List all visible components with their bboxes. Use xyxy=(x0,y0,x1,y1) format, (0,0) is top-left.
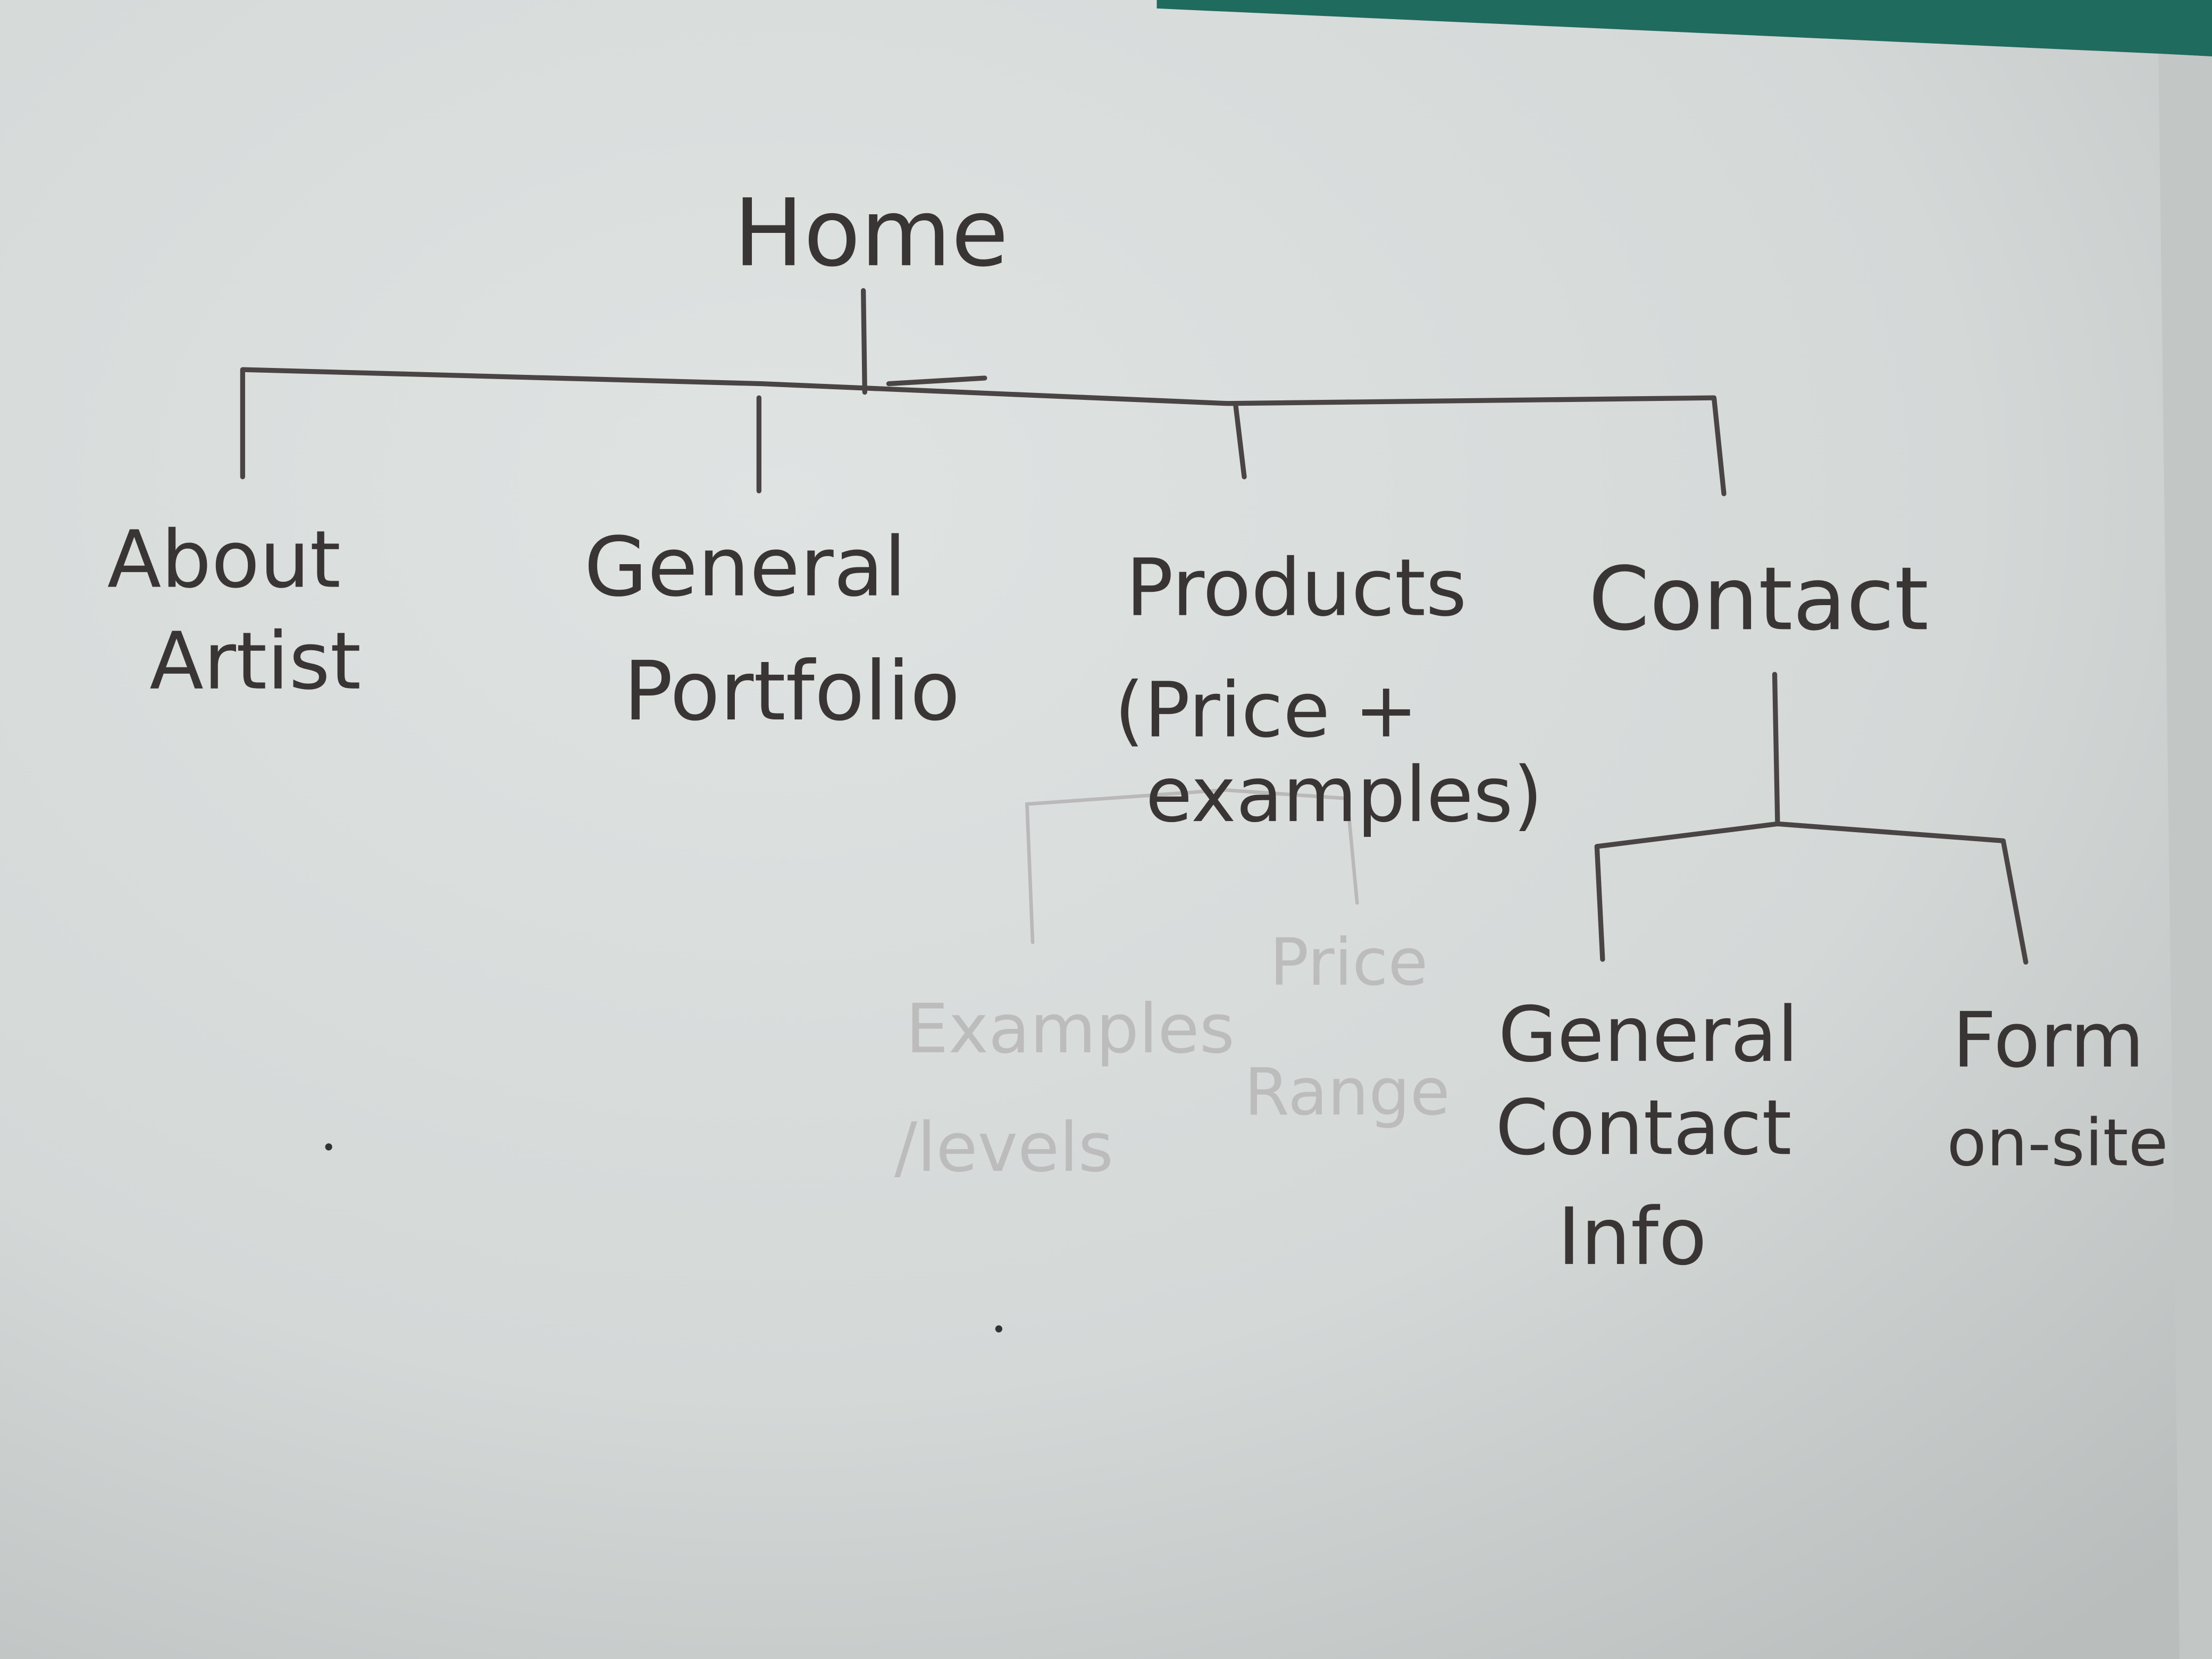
erased-label-line: Range xyxy=(1244,1054,1450,1130)
node-label-line: General xyxy=(584,520,906,615)
node-form-on-site: Form on-site xyxy=(1947,996,2168,1181)
node-label-line: About xyxy=(107,514,341,606)
pencil-speck xyxy=(325,1143,332,1151)
erased-node-price-range: Price Range xyxy=(1244,925,1450,1130)
node-label-line: (Price + xyxy=(1115,666,1418,755)
pencil-speck xyxy=(995,1325,1002,1333)
node-label-line: examples) xyxy=(1145,750,1543,839)
paper-edge xyxy=(2158,53,2212,1659)
node-label-line: Products xyxy=(1126,542,1467,634)
node-products: Products (Price + examples) xyxy=(1115,542,1543,839)
node-label-line: Contact xyxy=(1588,548,1929,650)
tree-connectors xyxy=(240,288,2029,965)
erased-node-examples-levels: Examples /levels xyxy=(894,990,1235,1187)
node-label-line: General xyxy=(1498,990,1799,1079)
erased-label-line: Price xyxy=(1270,925,1428,1000)
erased-label-line: Examples xyxy=(906,990,1235,1069)
cutting-mat-strip xyxy=(1157,0,2212,57)
node-general-portfolio: General Portfolio xyxy=(584,520,960,739)
node-contact: Contact xyxy=(1588,548,1929,650)
node-label-line: on-site xyxy=(1947,1105,2168,1180)
node-label-line: Contact xyxy=(1495,1083,1791,1172)
node-about-artist: About Artist xyxy=(107,514,361,708)
node-label-line: Artist xyxy=(149,616,361,708)
node-label-line: Info xyxy=(1557,1191,1707,1283)
node-label-line: Portfolio xyxy=(624,644,960,739)
node-home: Home xyxy=(734,179,1009,288)
node-general-contact-info: General Contact Info xyxy=(1495,990,1798,1283)
erased-label-line: /levels xyxy=(894,1109,1113,1187)
node-label-line: Form xyxy=(1953,996,2144,1085)
